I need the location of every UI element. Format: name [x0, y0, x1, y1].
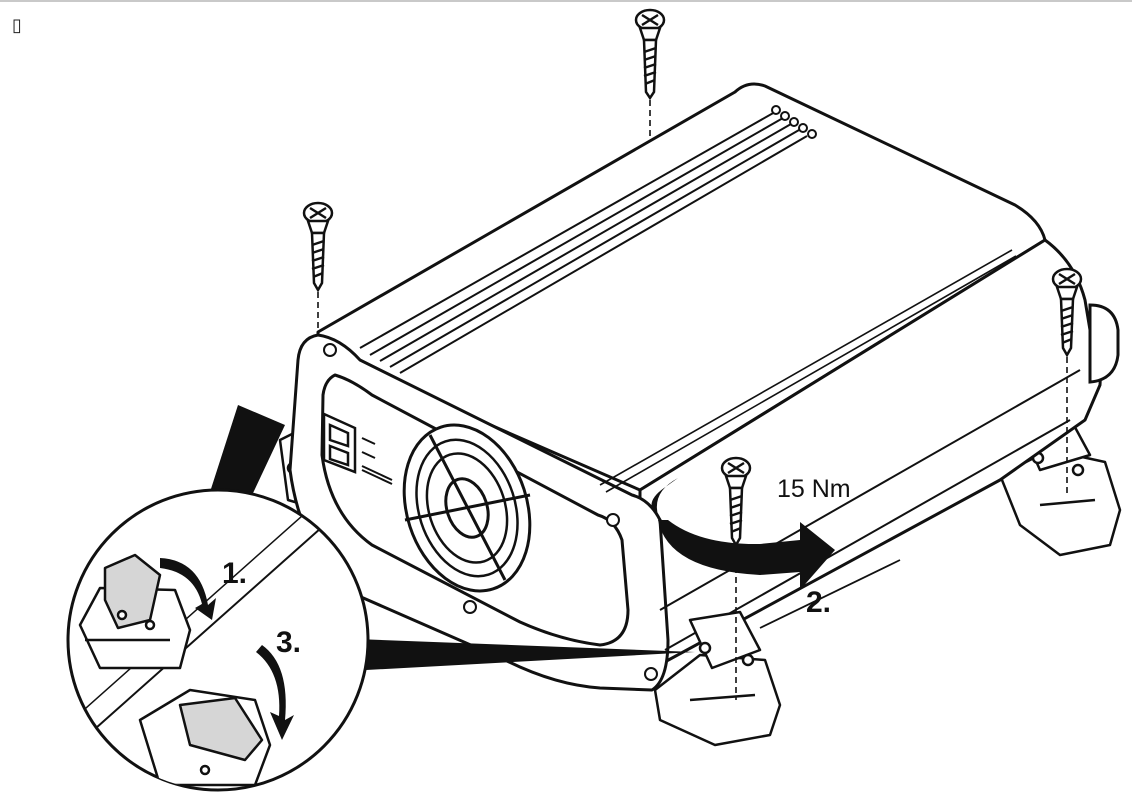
housing-screws	[323, 343, 658, 681]
torque-label: 15 Nm	[777, 475, 851, 503]
top-rule	[0, 0, 1132, 2]
step2-leader	[759, 559, 901, 629]
inverter-housing	[288, 82, 1102, 692]
torque-arrow	[651, 478, 835, 590]
corner-glyph: ▯	[12, 15, 22, 36]
step3-label: 3.	[276, 626, 301, 659]
top-grooves	[359, 105, 1017, 493]
detail-latch-closed	[138, 688, 272, 787]
detail-latch-open	[78, 553, 192, 670]
arrow-step1	[160, 558, 216, 620]
detail-magnifier: 1. 3.	[66, 488, 370, 792]
foot-front-right	[653, 610, 782, 747]
screw-left	[302, 201, 334, 293]
power-switch	[322, 412, 357, 474]
screw-front	[720, 456, 752, 548]
screw-top	[634, 8, 666, 101]
fan-grille	[402, 423, 532, 593]
arrow-step3	[256, 645, 294, 740]
callout-wedge-lower	[330, 638, 695, 672]
step1-label: 1.	[222, 557, 247, 590]
step2-label: 2.	[806, 586, 831, 619]
screw-right	[1051, 267, 1083, 358]
rear-connector	[1088, 303, 1120, 384]
indicator-labels	[361, 437, 393, 485]
